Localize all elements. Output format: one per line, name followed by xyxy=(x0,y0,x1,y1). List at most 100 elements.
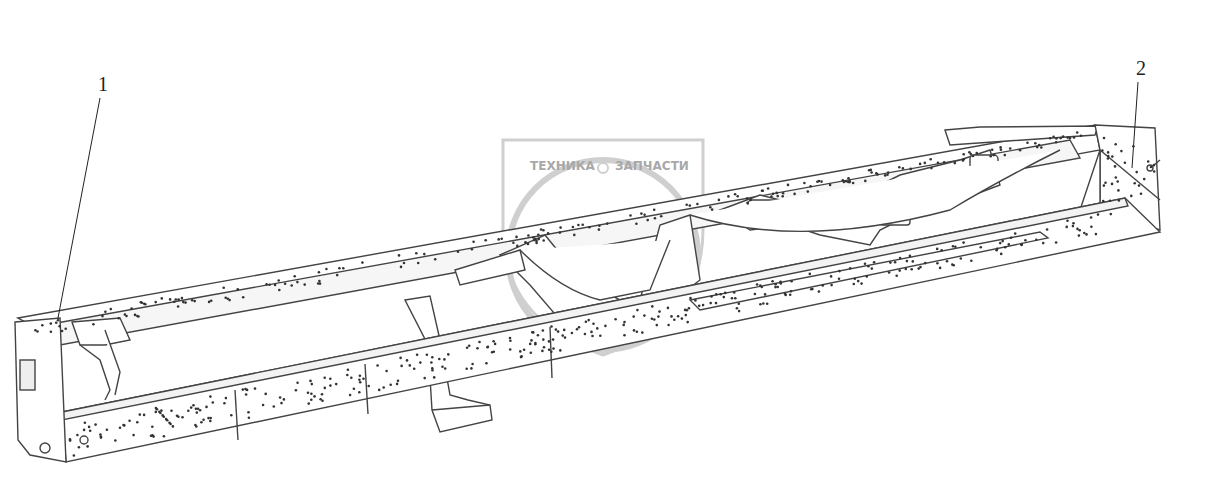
rivet-hole xyxy=(430,361,433,364)
rivet-hole xyxy=(175,298,178,301)
rivet-hole xyxy=(169,298,172,301)
rivet-hole xyxy=(358,378,361,381)
rivet-hole xyxy=(793,193,796,196)
rivet-hole xyxy=(1138,184,1141,187)
rivet-hole xyxy=(860,282,863,285)
rivet-hole xyxy=(268,284,271,287)
rivet-hole xyxy=(1009,147,1012,150)
rivet-hole xyxy=(438,358,441,361)
rivet-hole xyxy=(736,195,739,198)
rivet-hole xyxy=(336,274,339,277)
rivet-hole xyxy=(58,325,61,328)
rivet-hole xyxy=(585,321,588,324)
rivet-hole xyxy=(905,268,908,271)
rivet-hole xyxy=(633,329,636,332)
rivet-hole xyxy=(156,408,159,411)
rivet-hole xyxy=(542,329,545,332)
rivet-hole xyxy=(734,297,737,300)
rivet-hole xyxy=(398,254,401,257)
rivet-hole xyxy=(686,309,689,312)
rivet-hole xyxy=(196,411,199,414)
rivet-hole xyxy=(486,346,489,349)
rivet-hole xyxy=(996,248,999,251)
rivet-hole xyxy=(209,395,212,398)
rivet-hole xyxy=(710,295,713,298)
rivet-hole xyxy=(542,338,545,341)
rivet-hole xyxy=(423,377,426,380)
rivet-hole xyxy=(809,273,812,276)
rivet-hole xyxy=(759,303,762,306)
rivet-hole xyxy=(899,257,902,260)
rivet-hole xyxy=(342,267,345,270)
rivet-hole xyxy=(1069,137,1072,140)
rivet-hole xyxy=(367,385,370,388)
rivet-hole xyxy=(500,238,503,241)
rivet-hole xyxy=(293,275,296,278)
rivet-hole xyxy=(205,406,208,409)
rivet-hole xyxy=(143,414,146,417)
rivet-hole xyxy=(150,434,153,437)
rivet-hole xyxy=(542,239,545,242)
rivet-hole xyxy=(277,279,280,282)
rivet-hole xyxy=(762,302,765,305)
rivet-hole xyxy=(715,302,718,305)
rivet-hole xyxy=(509,348,512,351)
rivet-hole xyxy=(478,341,481,344)
rivet-hole xyxy=(718,199,721,202)
watermark-text: ЗАПЧАСТИ xyxy=(615,160,689,172)
rivet-hole xyxy=(599,335,602,338)
rivet-hole xyxy=(1090,216,1093,219)
rivet-hole xyxy=(273,405,276,408)
rivet-hole xyxy=(532,236,535,239)
rivet-hole xyxy=(209,420,212,423)
rivet-hole xyxy=(829,184,832,187)
rivet-hole xyxy=(643,214,646,217)
rivet-hole xyxy=(1042,242,1045,245)
rivet-hole xyxy=(177,415,180,418)
rivet-holes xyxy=(34,131,1155,457)
rivet-hole xyxy=(636,309,639,312)
rivet-hole xyxy=(1020,243,1023,246)
rivet-hole xyxy=(159,412,162,415)
rivet-hole xyxy=(1150,166,1153,169)
rivet-hole xyxy=(622,324,625,327)
rivet-hole xyxy=(854,277,857,280)
rivet-hole xyxy=(519,350,522,353)
rivet-hole xyxy=(702,304,705,307)
rivet-hole xyxy=(670,315,673,318)
rivet-hole xyxy=(155,411,158,414)
rivet-hole xyxy=(431,369,434,372)
rivet-hole xyxy=(838,277,841,280)
rivet-hole xyxy=(629,214,632,217)
rivet-hole xyxy=(1055,137,1058,140)
rivet-hole xyxy=(1103,137,1106,140)
rivet-hole xyxy=(999,242,1002,245)
rivet-hole xyxy=(426,354,429,357)
rivet-hole xyxy=(487,345,490,348)
rivet-hole xyxy=(1004,246,1007,249)
rivet-hole xyxy=(1120,150,1123,153)
rivet-hole xyxy=(596,327,599,330)
rivet-hole xyxy=(578,326,581,329)
rivet-hole xyxy=(101,315,104,318)
rivet-hole xyxy=(290,284,293,287)
rivet-hole xyxy=(930,167,933,170)
rivet-hole xyxy=(347,368,350,371)
rivet-hole xyxy=(319,282,322,285)
rivet-hole xyxy=(57,319,60,322)
rivet-hole xyxy=(779,280,782,283)
rivet-hole xyxy=(1052,135,1055,138)
rivet-hole xyxy=(686,321,689,324)
rivet-hole xyxy=(790,280,793,283)
rivet-hole xyxy=(472,241,475,244)
rivet-hole xyxy=(563,329,566,332)
rivet-hole xyxy=(1095,233,1098,236)
rivet-hole xyxy=(559,349,562,352)
rivet-hole xyxy=(471,363,474,366)
rivet-hole xyxy=(677,315,680,318)
rivet-hole xyxy=(999,146,1002,149)
rivet-hole xyxy=(1107,157,1110,160)
rivet-hole xyxy=(614,318,617,321)
rivet-hole xyxy=(470,367,473,370)
rivet-hole xyxy=(845,180,848,183)
